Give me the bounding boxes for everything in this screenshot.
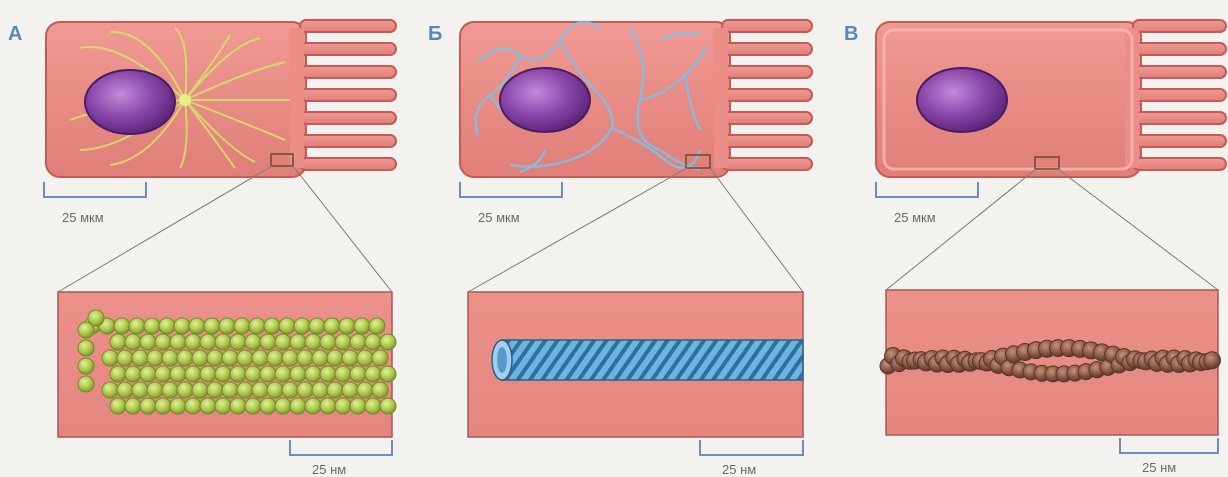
cell <box>876 20 1226 177</box>
nucleus <box>85 70 175 134</box>
microvilli <box>722 20 812 170</box>
panel-letter: В <box>844 23 858 45</box>
zoom-line <box>886 169 1036 290</box>
cell <box>46 20 396 177</box>
zoom-line <box>58 166 272 292</box>
zoom-line <box>293 166 392 292</box>
zoom-line <box>1058 169 1218 290</box>
panel-letter: Б <box>428 23 442 45</box>
panel-c: В 25 мкм 25 нм <box>844 20 1226 475</box>
inset-scale-label: 25 нм <box>722 462 756 477</box>
inset-scale-bar <box>290 440 392 455</box>
panel-letter: А <box>8 23 22 45</box>
cell-scale-label: 25 мкм <box>62 210 104 225</box>
cell-scale-bar <box>876 182 978 197</box>
inset-scale-label: 25 нм <box>312 462 346 477</box>
inset <box>468 292 803 437</box>
inset <box>880 290 1221 435</box>
panel-b: Б <box>428 20 812 477</box>
nucleus <box>917 68 1007 132</box>
nucleus <box>500 68 590 132</box>
microvilli <box>1133 20 1226 170</box>
inset-scale-bar <box>700 440 803 455</box>
inset-scale-label: 25 нм <box>1142 460 1176 475</box>
cell <box>460 20 812 177</box>
cell-scale-label: 25 мкм <box>894 210 936 225</box>
inset-scale-bar <box>1120 438 1218 453</box>
inset <box>58 292 396 437</box>
intermediate-filament <box>492 340 803 380</box>
panel-a: А <box>8 20 396 477</box>
cell-scale-label: 25 мкм <box>478 210 520 225</box>
zoom-line <box>710 168 803 292</box>
zoom-line <box>468 168 687 292</box>
cell-scale-bar <box>44 182 146 197</box>
microvilli <box>300 20 396 170</box>
cell-scale-bar <box>460 182 562 197</box>
